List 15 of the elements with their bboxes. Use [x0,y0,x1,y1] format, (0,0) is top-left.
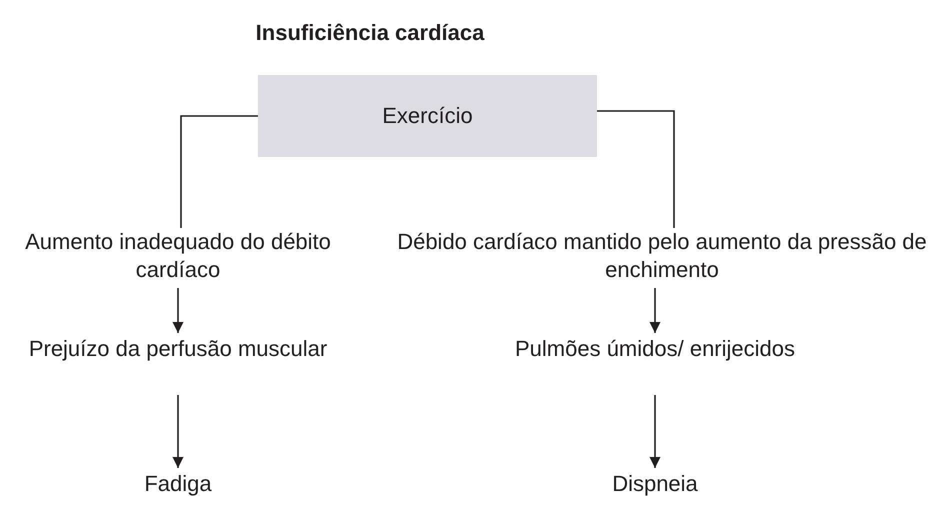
arrow [172,288,184,333]
arrow [649,395,661,468]
process-box [258,75,597,157]
step-text: Pulmões úmidos/ enrijecidos [514,335,796,363]
step-text: Débido cardíaco mantido pelo aumento da pressão de enchimento [396,228,928,284]
box-label: Exercício [382,102,473,130]
connector-line [597,110,675,228]
connector-line [180,115,258,228]
arrow [172,395,184,468]
diagram-title: Insuficiência cardíaca [254,20,486,46]
arrow [649,288,661,333]
step-text: Prejuízo da perfusão muscular [28,335,328,363]
step-text: Aumento inadequado do débito cardíaco [24,228,332,284]
step-text: Dispneia [612,470,698,498]
step-text: Fadiga [144,470,212,498]
